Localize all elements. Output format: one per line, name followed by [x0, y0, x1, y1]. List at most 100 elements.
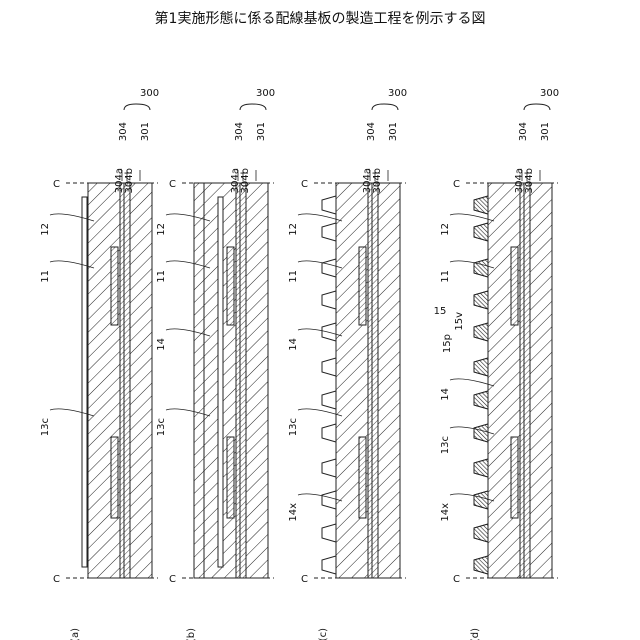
cut-label: C — [453, 179, 460, 190]
label-13c: 13c — [40, 418, 51, 436]
label-304: 304 — [518, 122, 529, 141]
label-304: 304 — [118, 122, 129, 141]
via-15p-11 — [474, 524, 488, 542]
brace-300 — [524, 104, 550, 110]
wiring-11-2 — [511, 437, 518, 518]
label-12: 12 — [288, 223, 299, 236]
label-300: 300 — [540, 88, 559, 99]
via-15p-2 — [474, 223, 488, 241]
via-15p-6 — [474, 358, 488, 376]
via-15p-12 — [474, 556, 488, 574]
wiring-11-1 — [111, 247, 118, 325]
resist-14 — [194, 183, 204, 578]
label-300: 300 — [256, 88, 275, 99]
label-14x: 14x — [440, 503, 451, 522]
panel-caption: (b) — [186, 628, 197, 640]
label-304b: 304b — [372, 168, 383, 193]
wiring-11-1 — [227, 247, 234, 325]
layer-304a — [520, 183, 524, 578]
leader-14 — [298, 329, 342, 336]
cut-label: C — [301, 179, 308, 190]
leader-12 — [298, 214, 342, 221]
label-304b: 304b — [524, 168, 535, 193]
label-301: 301 — [140, 122, 151, 141]
label-301: 301 — [540, 122, 551, 141]
layer-304a — [236, 183, 240, 578]
panel-caption: (d) — [470, 628, 481, 640]
label-15: 15 — [434, 306, 447, 317]
leader-12 — [450, 214, 494, 221]
panel-c: CC304a304b30430130012111413c14x(c) — [288, 88, 407, 640]
brace-300 — [240, 104, 266, 110]
layer-304b — [524, 183, 530, 578]
wiring-11-1 — [359, 247, 366, 325]
layer-304b — [240, 183, 246, 578]
layer-301 — [246, 183, 268, 578]
label-301: 301 — [256, 122, 267, 141]
label-14: 14 — [440, 388, 451, 401]
label-13c: 13c — [156, 418, 167, 436]
wiring-11-2 — [359, 437, 366, 518]
wiring-11-2 — [111, 437, 118, 518]
resist-openings-14 — [474, 183, 488, 578]
panel-a: CC304a304b304301300121113c(a) — [40, 88, 159, 640]
label-11: 11 — [156, 270, 167, 283]
brace-300 — [124, 104, 150, 110]
label-300: 300 — [140, 88, 159, 99]
label-301: 301 — [388, 122, 399, 141]
layer-12 — [336, 183, 368, 578]
label-304b: 304b — [240, 168, 251, 193]
cut-label: C — [301, 574, 308, 585]
leader-14 — [450, 379, 494, 386]
layer-304a — [120, 183, 124, 578]
layer-301 — [530, 183, 552, 578]
label-12: 12 — [440, 223, 451, 236]
via-15p-8 — [474, 424, 488, 442]
panel-caption: (a) — [70, 628, 81, 640]
leader-11 — [298, 261, 342, 268]
label-304: 304 — [366, 122, 377, 141]
label-11: 11 — [288, 270, 299, 283]
label-12: 12 — [156, 223, 167, 236]
wiring-11-2 — [227, 437, 234, 518]
label-14: 14 — [156, 338, 167, 351]
panel-b: CC304a304b30430130012111413c(b) — [156, 88, 275, 640]
label-304b: 304b — [124, 168, 135, 193]
leader-13c — [298, 409, 342, 416]
cut-label: C — [53, 179, 60, 190]
layer-304a — [368, 183, 372, 578]
layer-304b — [372, 183, 378, 578]
layer-12 — [88, 183, 120, 578]
label-15v: 15v — [454, 312, 465, 331]
panel-caption: (c) — [318, 628, 329, 640]
leader-14x — [298, 494, 342, 501]
cut-label: C — [169, 574, 176, 585]
panel-d: CC304a304b30430130012111515p15v1413c14x(… — [434, 88, 559, 640]
cut-label: C — [53, 574, 60, 585]
label-304: 304 — [234, 122, 245, 141]
label-11: 11 — [40, 270, 51, 283]
label-11: 11 — [440, 270, 451, 283]
via-15p-10 — [474, 491, 488, 509]
label-13c: 13c — [440, 436, 451, 454]
label-12: 12 — [40, 223, 51, 236]
resist-openings-14 — [322, 183, 336, 578]
layer-304b — [124, 183, 130, 578]
layer-12 — [488, 183, 520, 578]
via-15p-9 — [474, 459, 488, 477]
label-14: 14 — [288, 338, 299, 351]
label-14x: 14x — [288, 503, 299, 522]
wiring-11-1 — [511, 247, 518, 325]
layer-301 — [130, 183, 152, 578]
via-15p-7 — [474, 391, 488, 409]
cut-label: C — [169, 179, 176, 190]
seed-layer-13c — [82, 197, 87, 567]
label-15p: 15p — [442, 334, 453, 353]
label-13c: 13c — [288, 418, 299, 436]
via-15p-3 — [474, 259, 488, 277]
brace-300 — [372, 104, 398, 110]
via-15p-4 — [474, 291, 488, 309]
layer-301 — [378, 183, 400, 578]
seed-layer-13c — [218, 197, 223, 567]
